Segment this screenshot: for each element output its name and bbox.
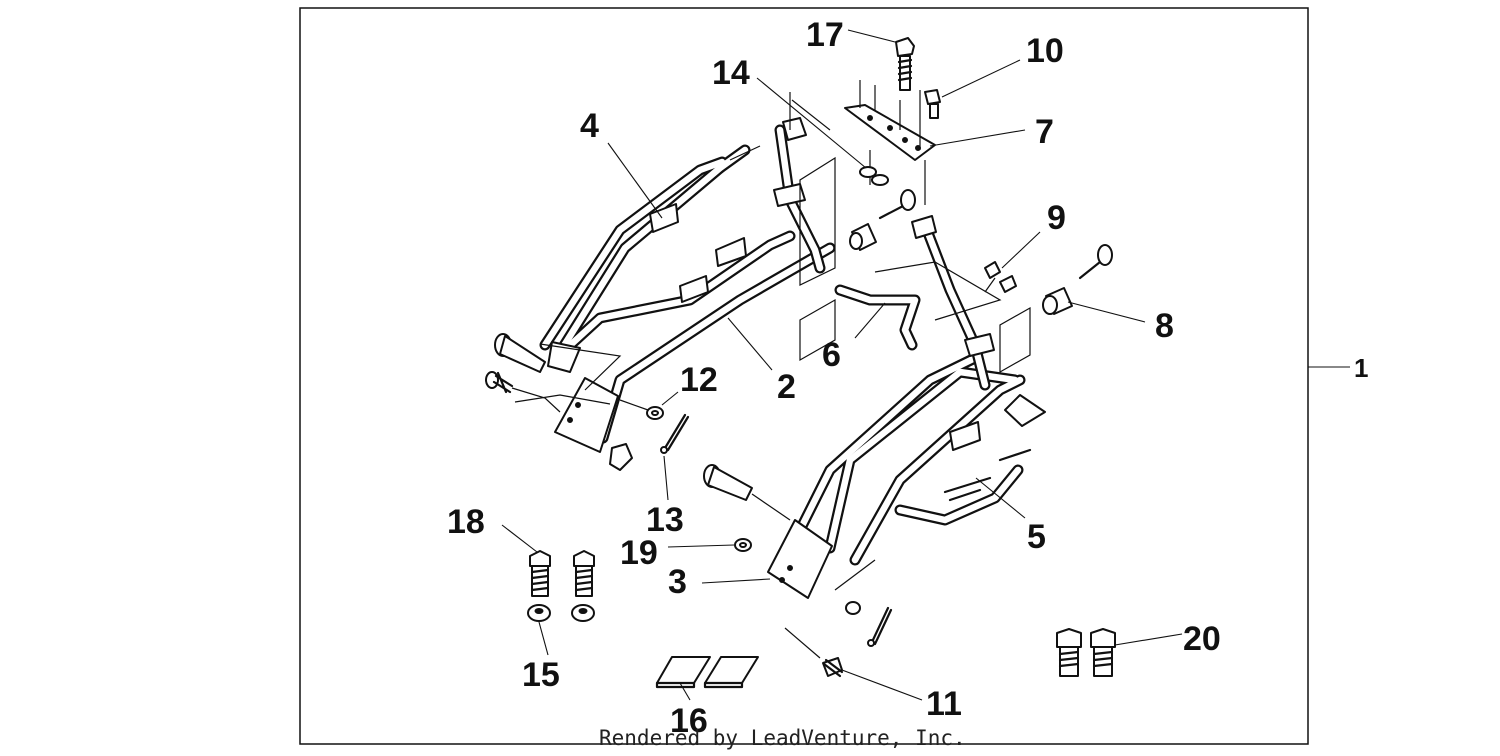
- bolt-pair-9: [984, 261, 1017, 293]
- washer-12: [646, 406, 664, 420]
- callout-9: 9: [1047, 199, 1066, 237]
- leader-13: [663, 455, 669, 501]
- leader-20: [1114, 633, 1183, 646]
- leader-10: [941, 59, 1021, 98]
- callout-6: 6: [822, 336, 841, 374]
- bolt-10: [924, 89, 941, 119]
- diagram-frame: [299, 7, 1309, 745]
- leader-8: [1067, 301, 1146, 323]
- callout-8: 8: [1155, 307, 1174, 345]
- callout-5: 5: [1027, 518, 1046, 556]
- callout-11: 11: [926, 685, 962, 723]
- top-plate: [844, 80, 936, 205]
- callout-17: 17: [806, 16, 844, 54]
- callout-10: 10: [1026, 32, 1064, 70]
- leader-4: [607, 142, 663, 219]
- leader-18: [501, 524, 538, 553]
- leader-6: [854, 302, 886, 339]
- callout-4: 4: [580, 107, 599, 145]
- screw-11: [784, 627, 844, 678]
- bushing-left: [849, 189, 916, 251]
- callout-19: 19: [620, 534, 658, 572]
- callout-1: 1: [1354, 353, 1368, 383]
- left-pivot-pin: [485, 333, 633, 471]
- callout-20: 20: [1183, 620, 1221, 658]
- leader-2: [727, 317, 773, 371]
- callout-15: 15: [522, 656, 560, 694]
- leader-11: [841, 669, 923, 701]
- cross-bracket: [834, 261, 1002, 351]
- leader-16: [679, 682, 691, 701]
- callout-16: 16: [670, 702, 708, 740]
- washer-pair-15: [527, 604, 595, 622]
- washer-19: [734, 538, 752, 552]
- leader-19: [667, 544, 735, 548]
- leader-9: [1001, 231, 1041, 269]
- bolt-pair-18: [529, 550, 595, 597]
- washer-lower: [845, 601, 893, 647]
- callout-12: 12: [680, 361, 718, 399]
- leader-3: [701, 578, 771, 584]
- leader-7: [929, 129, 1026, 147]
- bushing-right: [1042, 244, 1113, 315]
- leader-15: [538, 621, 549, 656]
- left-handle-frame: [514, 117, 836, 453]
- callout-18: 18: [447, 503, 485, 541]
- leader-12: [661, 391, 679, 406]
- cotter-pin-13: [660, 413, 690, 454]
- nut-pair: [789, 92, 889, 186]
- render-credit: Rendered by LeadVenture, Inc.: [599, 726, 966, 750]
- callout-14: 14: [712, 54, 750, 92]
- leader-14: [756, 77, 867, 169]
- callout-2: 2: [777, 368, 796, 406]
- callout-3: 3: [668, 563, 687, 601]
- callout-7: 7: [1035, 113, 1054, 151]
- right-handle-frame: [767, 215, 1046, 599]
- leader-17: [847, 29, 896, 43]
- callout-13: 13: [646, 501, 684, 539]
- pad-pair-16: [655, 656, 759, 689]
- nut-pair-20: [1056, 628, 1116, 677]
- leader-5: [975, 477, 1026, 519]
- bolt-17: [895, 37, 915, 91]
- right-pivot-pin: [703, 464, 791, 521]
